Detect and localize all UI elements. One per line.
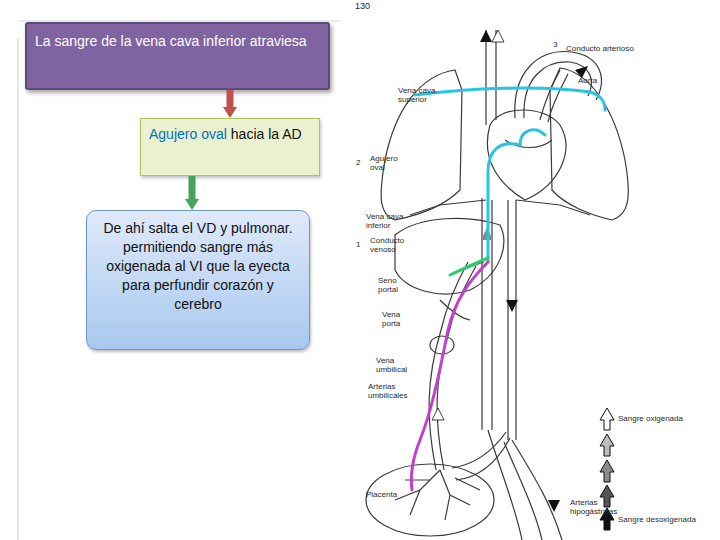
- text-box: De ahí salta el VD y pulmonar. permitien…: [86, 210, 310, 350]
- legend-entry: Sangre desoxigenada: [618, 515, 696, 524]
- box-text: La sangre de la vena cava inferior atrav…: [35, 33, 307, 49]
- block-arrow: [227, 90, 234, 107]
- part-label: Vena umbilical: [376, 356, 416, 374]
- iliac-vein: [488, 430, 522, 540]
- legend-text: Sangre oxigenada: [618, 414, 683, 423]
- callout-number: 2: [356, 158, 366, 167]
- text-box: Agujero ovalhacia la AD: [140, 118, 320, 176]
- legend-text: Sangre desoxigenada: [618, 515, 696, 524]
- highlight-cyan: [488, 144, 520, 262]
- box-text: De ahí salta el VD y pulmonar. permitien…: [103, 220, 292, 312]
- ductus-arteriosus: [540, 70, 560, 120]
- legend-entry: Sangre oxigenada: [618, 414, 683, 423]
- flow-arrow: [548, 500, 560, 512]
- umbilical-artery: [452, 432, 506, 468]
- part-label: Seno portal: [378, 276, 413, 294]
- anatomy-outline: [366, 30, 628, 540]
- part-label: Aorta: [578, 76, 618, 85]
- ductus-arteriosus: [548, 74, 568, 122]
- block-arrow: [189, 176, 196, 199]
- flow-arrowheads: [432, 30, 588, 512]
- callout-number: 3: [553, 40, 563, 49]
- highlight-cyan: [520, 130, 545, 145]
- umbilical-coil: [430, 336, 454, 354]
- part-label: Conducto venoso: [370, 236, 420, 254]
- part-label: Arterias umbilicales: [368, 382, 423, 400]
- flow-arrow: [492, 30, 504, 42]
- heart: [487, 110, 565, 200]
- flow-arrow: [506, 300, 518, 312]
- umbilical-vein: [437, 266, 476, 470]
- frame-line: [18, 38, 19, 540]
- callout-number: 130: [355, 2, 385, 11]
- box-text: Agujero oval: [149, 126, 227, 142]
- box-text: hacia la AD: [231, 126, 302, 142]
- iliac-artery: [504, 442, 542, 540]
- superior-vena-cava: [485, 30, 486, 125]
- part-label: Agujero oval: [370, 154, 410, 172]
- text-box: La sangre de la vena cava inferior atrav…: [25, 22, 330, 90]
- inferior-vena-cava: [491, 200, 492, 430]
- flow-arrow: [480, 30, 492, 42]
- legend-arrow-white: [600, 408, 614, 430]
- placenta: [366, 464, 494, 536]
- part-label: Vena porta: [382, 310, 412, 328]
- highlight-paths: [411, 88, 605, 490]
- part-label: Vena cava inferior: [366, 212, 411, 230]
- flow-arrow: [432, 408, 444, 420]
- legend-arrow-gray: [600, 485, 614, 507]
- highlight-cyan: [415, 88, 605, 110]
- part-label: Placenta: [366, 490, 416, 499]
- superior-vena-cava: [495, 30, 496, 120]
- descending-aorta: [515, 200, 516, 440]
- legend-arrow-gray: [600, 460, 614, 482]
- legend-arrow-gray: [600, 434, 614, 456]
- descending-aorta: [507, 200, 508, 440]
- callout-number: 1: [356, 240, 366, 249]
- part-label: Arterias hipogástricas: [570, 498, 630, 516]
- iliac-artery: [512, 440, 562, 540]
- diaphragm: [410, 200, 590, 215]
- inferior-vena-cava: [481, 198, 482, 430]
- placenta-vessels: [395, 470, 480, 520]
- part-label: Conducto arterioso: [566, 44, 676, 53]
- highlight-magenta: [411, 262, 488, 490]
- part-label: Vena cava superior: [398, 86, 443, 104]
